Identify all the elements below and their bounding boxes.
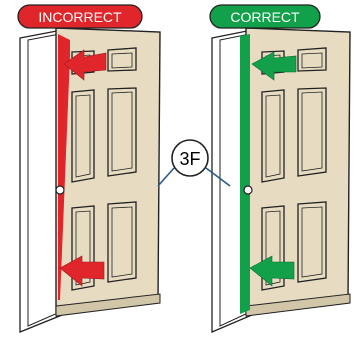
incorrect-door-group xyxy=(20,28,160,332)
door-knob-icon xyxy=(244,186,252,194)
incorrect-label: INCORRECT xyxy=(38,9,122,25)
correct-label: CORRECT xyxy=(230,9,300,25)
correct-seal-line xyxy=(240,34,250,314)
door-knob-icon xyxy=(56,186,64,194)
incorrect-pill: INCORRECT xyxy=(18,5,142,28)
badge-label: 3F xyxy=(179,149,200,169)
correct-panel-mid-left xyxy=(262,90,284,182)
incorrect-panel-mid-left xyxy=(72,90,94,182)
correct-pill: CORRECT xyxy=(210,5,320,28)
connector-line-left xyxy=(158,168,174,186)
correct-door-group xyxy=(212,28,350,332)
